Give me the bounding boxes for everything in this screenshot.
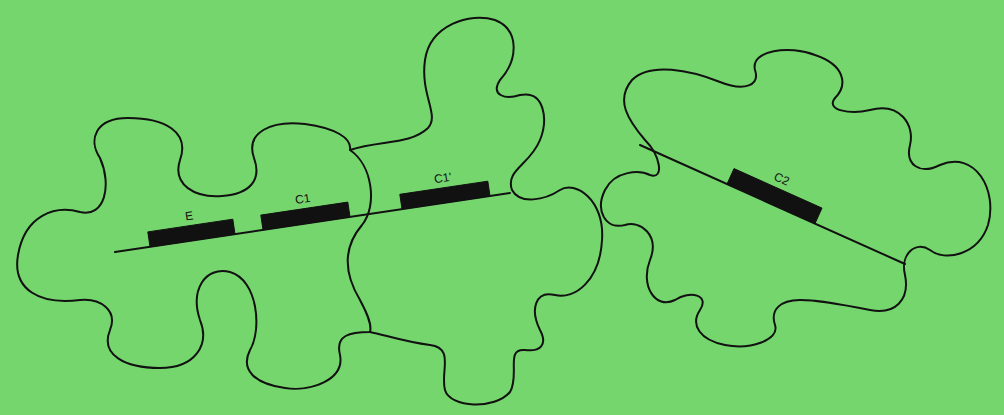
puzzle-piece xyxy=(17,118,371,389)
gene-bar xyxy=(261,202,350,230)
gene-bar xyxy=(148,219,235,247)
part-label: E xyxy=(184,209,194,222)
puzzle-piece xyxy=(601,50,990,346)
part-label: C1' xyxy=(433,171,452,185)
part-label: C2 xyxy=(773,171,792,188)
dna-line xyxy=(640,145,905,264)
gene-bar xyxy=(727,169,822,224)
part-label: C1 xyxy=(294,192,311,206)
gene-bar xyxy=(400,181,490,209)
